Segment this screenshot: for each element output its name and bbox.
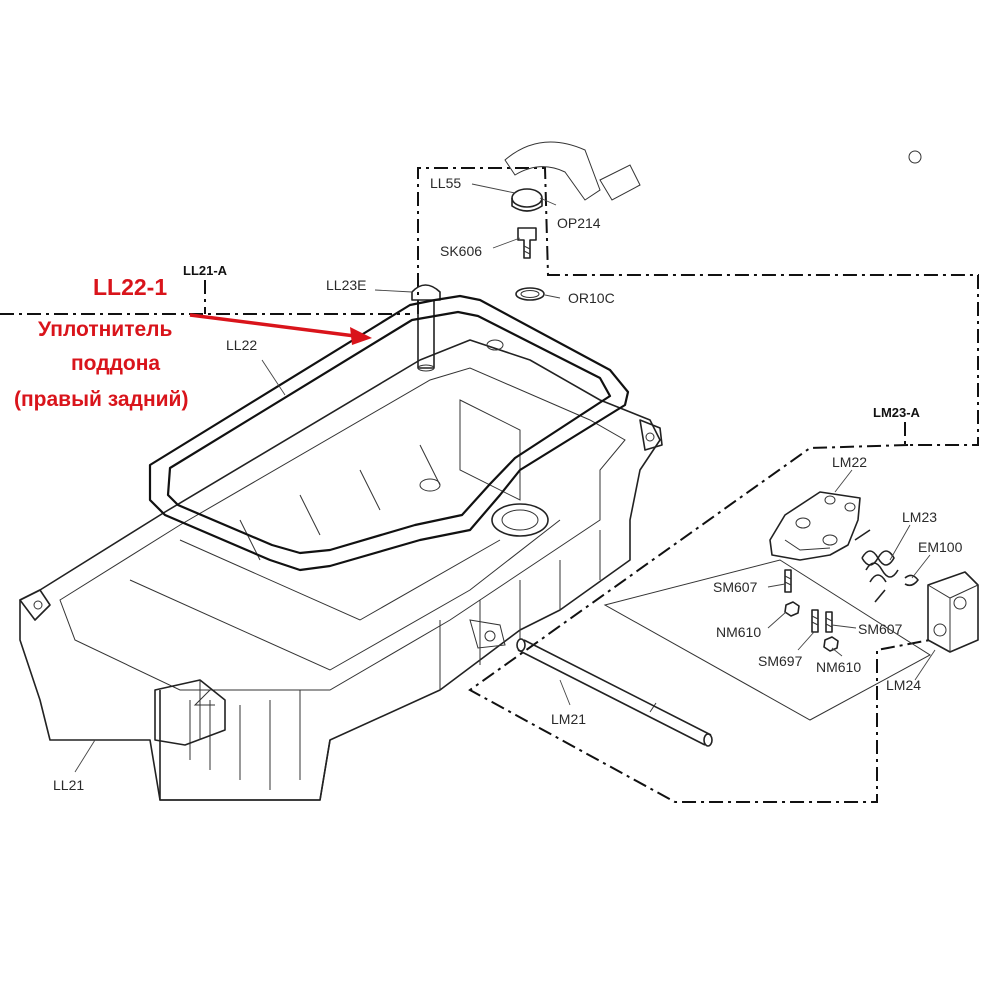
nm610-right-nut-shape [823,636,839,652]
oil-pan-body-ll21 [19,339,663,801]
lower-right-section-boundary [468,444,931,803]
label-sm607-left: SM607 [713,579,758,595]
label-lm24: LM24 [886,677,921,693]
label-nm610-left: NM610 [716,624,761,640]
label-or10c: OR10C [568,290,615,306]
section-ref-lm23a: LM23-A [873,405,921,420]
label-lm23: LM23 [902,509,937,525]
label-ll22: LL22 [226,337,257,353]
lm23-spring-shape [854,529,899,603]
callout-line-2: поддона [71,352,160,375]
label-ll23e: LL23E [326,277,366,293]
label-op214: OP214 [557,215,601,231]
sk606-bolt-shape [517,227,537,259]
section-ref-ll21a: LL21-A [183,263,228,278]
upper-housing-fragment [504,141,922,201]
upper-section-boundary [0,167,979,446]
gasket-ll22 [148,294,630,572]
fasteners [784,569,839,652]
label-em100: EM100 [918,539,963,555]
nm610-left-nut-shape [784,601,800,617]
label-ll21: LL21 [53,777,84,793]
sm697-screw-shape [811,609,819,633]
label-ll55: LL55 [430,175,461,191]
lm21-rod-shape [516,559,931,747]
callout-line-1: Уплотнитель [38,318,172,341]
label-sm607-right: SM607 [858,621,903,637]
sm607-left-screw-shape [784,569,792,593]
lm22-bracket-shape [769,491,861,561]
drain-plug-assembly [511,188,545,301]
callout-arrow [189,313,372,345]
em100-clip-shape [904,574,919,587]
label-lm21: LM21 [551,711,586,727]
or10c-ring-shape [515,287,545,301]
callout-code: LL22-1 [93,274,167,300]
lm24-block-shape [927,571,979,653]
ll55-cap-shape [511,188,543,208]
section-boundaries [0,167,979,803]
label-lm22: LM22 [832,454,867,470]
leader-lines [74,183,936,773]
label-nm610-right: NM610 [816,659,861,675]
label-sk606: SK606 [440,243,482,259]
label-sm697: SM697 [758,653,803,669]
sm607-right-screw-shape [825,611,833,633]
callout-line-3: (правый задний) [14,388,188,411]
